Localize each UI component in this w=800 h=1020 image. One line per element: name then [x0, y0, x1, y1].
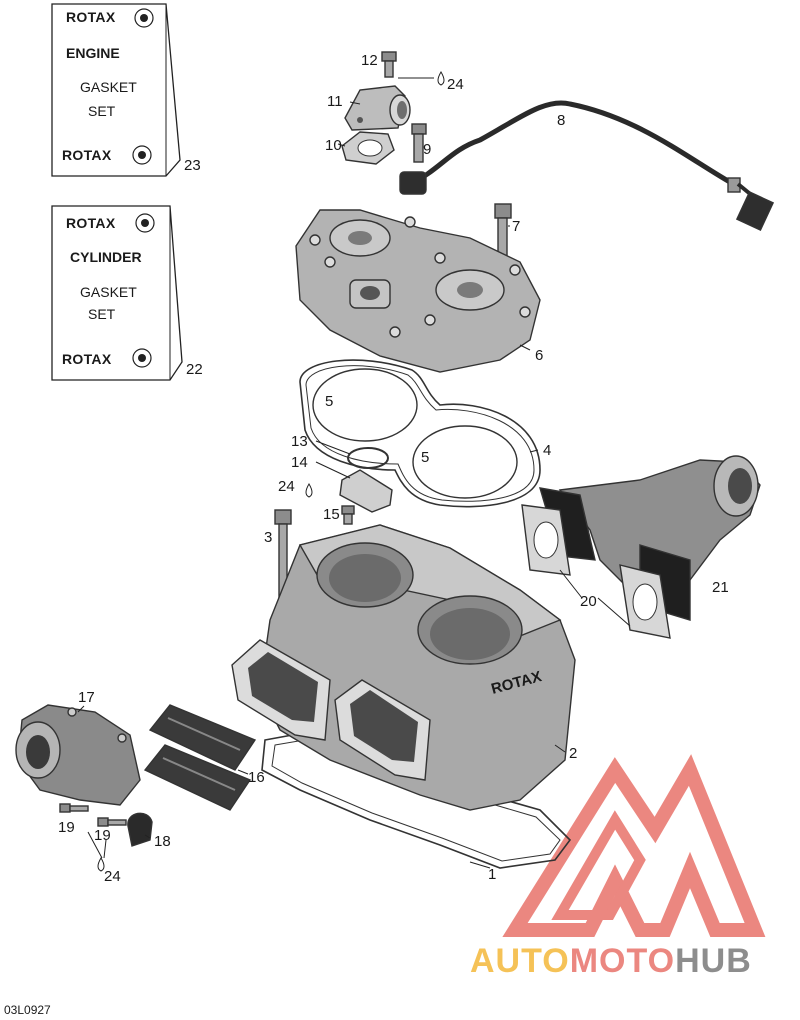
water-outlet-11 [344, 85, 411, 131]
kit-22-title: CYLINDER [70, 249, 142, 265]
watermark-text-hub: HUB [675, 942, 752, 980]
callout-20: 20 [580, 593, 597, 610]
watermark-text-auto: AUTO [470, 942, 570, 980]
callout-24-bottom: 24 [104, 868, 121, 885]
loctite-drop-icon [97, 857, 105, 872]
reed-cages [231, 639, 431, 781]
callout-5-left: 5 [325, 393, 333, 410]
knock-sensor-8 [399, 100, 775, 232]
callout-9: 9 [423, 141, 431, 158]
callout-6: 6 [535, 347, 543, 364]
engine-gasket-set-kit: ROTAX ENGINE GASKET SET ROTAX 23 [51, 3, 201, 177]
callout-11: 11 [327, 93, 343, 110]
callout-13: 13 [291, 433, 308, 450]
callouts: 12 24 11 8 10 9 7 6 5 13 4 5 14 24 15 3 … [58, 52, 729, 885]
callout-16: 16 [248, 769, 265, 786]
callout-18: 18 [154, 833, 171, 850]
kit-23-brand-bottom: ROTAX [62, 147, 112, 163]
svg-text:AUTOMOTOHUB: AUTOMOTOHUB [470, 942, 752, 980]
kit-23-title: ENGINE [66, 45, 120, 61]
kit-22-brand-bottom: ROTAX [62, 351, 112, 367]
exhaust-gasket-20 [521, 504, 671, 639]
callout-5-right: 5 [421, 449, 429, 466]
callout-7: 7 [512, 218, 520, 235]
callout-4: 4 [543, 442, 551, 459]
cylinder-2: ROTAX [259, 524, 576, 811]
screw-15 [341, 505, 355, 525]
kit-23-brand-top: ROTAX [66, 9, 116, 25]
callout-23: 23 [184, 157, 201, 174]
o-ring-5-right [412, 425, 518, 499]
reed-valve-16 [143, 704, 257, 811]
screw-12 [381, 51, 397, 78]
callout-3: 3 [264, 529, 272, 546]
callout-2: 2 [569, 745, 577, 762]
callout-14: 14 [291, 454, 308, 471]
cover-plate-14 [339, 469, 393, 513]
screw-9 [411, 123, 427, 163]
kit-22-line2: SET [88, 306, 116, 322]
callout-1: 1 [488, 866, 496, 883]
callout-22: 22 [186, 361, 203, 378]
cylinder-gasket-set-kit: ROTAX CYLINDER GASKET SET ROTAX 22 [51, 205, 203, 381]
clamp-18 [127, 812, 153, 847]
screw-19-right [97, 817, 127, 827]
leader-lines [77, 101, 631, 869]
head-gasket-4 [299, 359, 541, 508]
watermark-logo: AUTOMOTOHUB [470, 754, 766, 980]
kit-22-line1: GASKET [80, 284, 137, 300]
watermark-logo-mark [502, 754, 766, 937]
kit-22-brand-top: ROTAX [66, 215, 116, 231]
loctite-drop-icon [305, 483, 313, 498]
callout-15: 15 [323, 506, 340, 523]
watermark-text-moto: MOTO [570, 942, 675, 980]
callout-24-mid: 24 [278, 478, 295, 495]
cylinder-head-6 [295, 209, 541, 373]
intake-manifold-17 [15, 704, 141, 806]
callout-21: 21 [712, 579, 729, 596]
screw-19-left [59, 803, 89, 813]
kit-23-line1: GASKET [80, 79, 137, 95]
callout-19-right: 19 [94, 827, 111, 844]
o-ring-5-left [312, 368, 418, 442]
callout-12: 12 [361, 52, 378, 69]
callout-10: 10 [325, 137, 342, 154]
loctite-drop-icon [437, 71, 445, 86]
gasket-10 [341, 131, 395, 165]
callout-19-left: 19 [58, 819, 75, 836]
callout-8: 8 [557, 112, 565, 129]
kit-23-line2: SET [88, 103, 116, 119]
callout-24-top: 24 [447, 76, 464, 93]
o-ring-13 [347, 447, 389, 469]
diagram-code: 03L0927 [4, 1003, 51, 1017]
watermark-logo-inner [551, 810, 646, 920]
callout-17: 17 [78, 689, 95, 706]
